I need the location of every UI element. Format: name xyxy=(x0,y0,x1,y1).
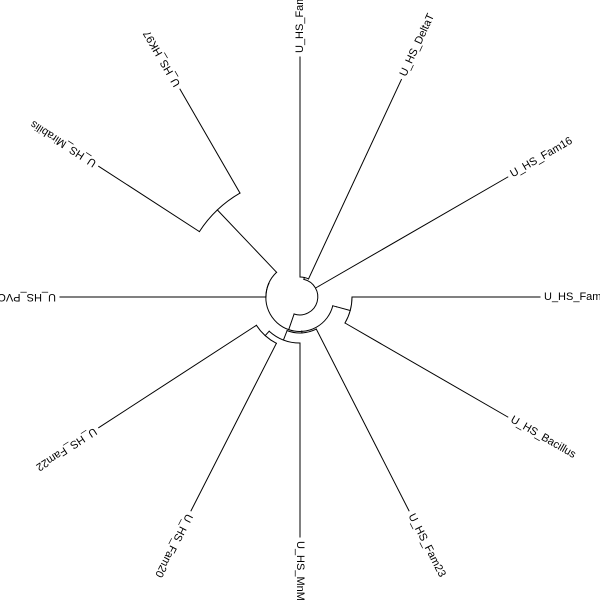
tip-label-deltat: U_HS_DeltaT xyxy=(398,12,438,79)
tip-label-fam16: U_HS_Fam16 xyxy=(508,135,574,180)
node-h-branch xyxy=(216,209,278,274)
fam23-branch xyxy=(315,328,410,512)
node-g-arc xyxy=(265,271,278,298)
tip-label-bacillus: U_HS_Bacillus xyxy=(508,414,578,461)
tip-label-fam23: U_HS_Fam23 xyxy=(406,512,448,580)
tip-label-fam20: U_HS_Fam20 xyxy=(152,512,194,580)
node-c-branch xyxy=(288,313,295,330)
node-f-arc xyxy=(255,324,278,344)
node-c2-branch xyxy=(336,306,351,312)
tree-branches xyxy=(59,56,541,538)
tip-label-hk97: U_HS_HK97 xyxy=(141,28,183,89)
node-b-branch xyxy=(314,285,320,289)
tip-label-fam1: U_HS_Fam1 xyxy=(544,291,600,303)
node-c2-arc xyxy=(344,296,353,324)
tip-label-mnm: U_HS_MnM xyxy=(294,541,306,600)
fam16-branch xyxy=(318,176,509,287)
node-d-arc xyxy=(286,328,317,334)
tip-label-fam: U_HS_Fam xyxy=(294,0,306,53)
root-arc xyxy=(293,278,319,316)
deltat-branch xyxy=(307,78,403,280)
tip-label-mirabilis: U_HS_Mirabilis xyxy=(28,118,99,170)
node-e-branch xyxy=(282,329,288,341)
node-e-arc xyxy=(268,330,301,344)
tip-label-pvc: U_HS_PVC xyxy=(0,291,56,303)
node-c-arc xyxy=(265,282,334,332)
fam22-branch xyxy=(98,324,258,429)
tip-label-fam22: U_HS_Fam22 xyxy=(34,425,99,473)
hk97-branch xyxy=(179,88,241,194)
bacillus-branch xyxy=(344,322,509,418)
fam20-branch xyxy=(190,342,278,512)
node-c1-branch xyxy=(332,305,338,308)
mirabilis-branch xyxy=(98,165,201,233)
node-h-arc xyxy=(198,192,241,233)
node-f-branch xyxy=(264,330,270,337)
